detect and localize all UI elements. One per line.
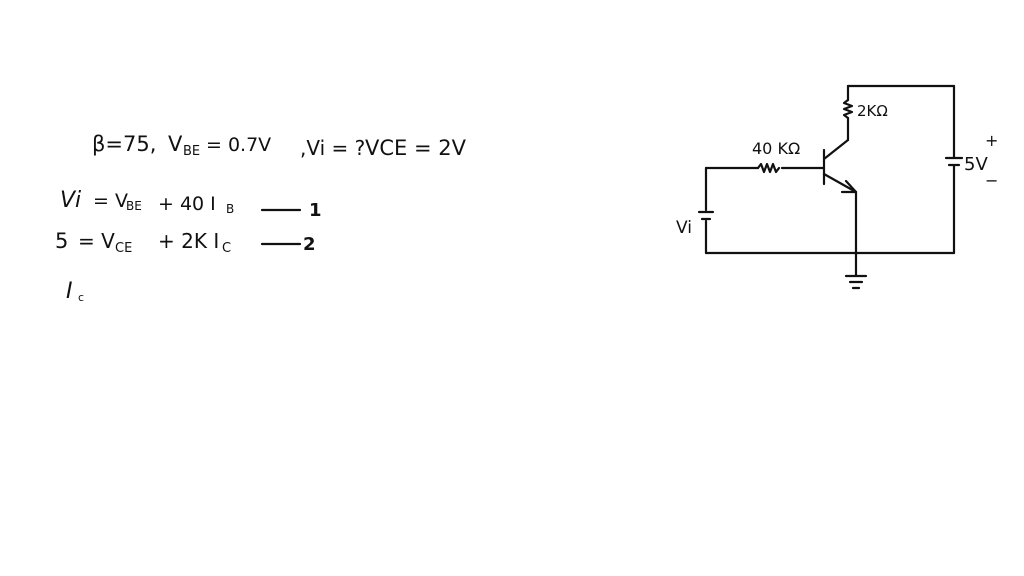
vcc-plus-sign: + xyxy=(985,131,998,150)
vi-unknown: ,Vi = ? xyxy=(300,136,365,160)
transistor-collector xyxy=(822,138,850,161)
transistor-circuit: Vi 40 KΩ 2KΩ 5V + − xyxy=(676,84,998,290)
equation-1-vbe: = V xyxy=(93,190,128,212)
equation-1-vbe-sub: BE xyxy=(126,199,142,213)
transistor-emitter xyxy=(822,172,858,194)
equation-2-vce-sub: CE xyxy=(115,241,132,256)
collector-resistor xyxy=(842,98,854,120)
vce-value: VCE = 2V xyxy=(365,136,467,160)
ic-symbol: I xyxy=(66,279,73,304)
vcc-minus-sign: − xyxy=(985,171,998,190)
vi-label: Vi xyxy=(676,218,692,238)
equation-1-lhs: Vi xyxy=(60,188,81,213)
equation-2-term: + 2K I xyxy=(158,229,219,253)
equation-1: Vi = V BE + 40 I B 1 xyxy=(60,188,322,221)
beta-value: β=75, xyxy=(92,132,156,156)
equation-2-ic-sub: C xyxy=(222,241,231,256)
equation-1-ib-sub: B xyxy=(226,202,234,216)
equation-2-marker: 2 xyxy=(303,234,316,255)
equation-1-term: + 40 I xyxy=(158,193,216,215)
equation-2: 5 = V CE + 2K I C 2 xyxy=(55,229,316,256)
equation-2-vce: = V xyxy=(78,229,115,253)
equation-1-marker: 1 xyxy=(309,200,322,221)
partial-expression: I c xyxy=(66,279,84,304)
vbe-subscript: BE xyxy=(183,144,200,159)
base-resistor xyxy=(756,162,781,174)
vcc-label: 5V xyxy=(964,154,988,175)
collector-resistor-label: 2KΩ xyxy=(857,102,888,120)
given-values: β=75, V BE = 0.7V ,Vi = ? VCE = 2V xyxy=(92,132,467,160)
ic-subscript: c xyxy=(78,291,84,304)
base-resistor-label: 40 KΩ xyxy=(752,139,800,158)
equation-2-lhs: 5 xyxy=(55,229,68,253)
vbe-value: = 0.7V xyxy=(206,134,271,156)
vbe-symbol: V xyxy=(168,132,183,156)
